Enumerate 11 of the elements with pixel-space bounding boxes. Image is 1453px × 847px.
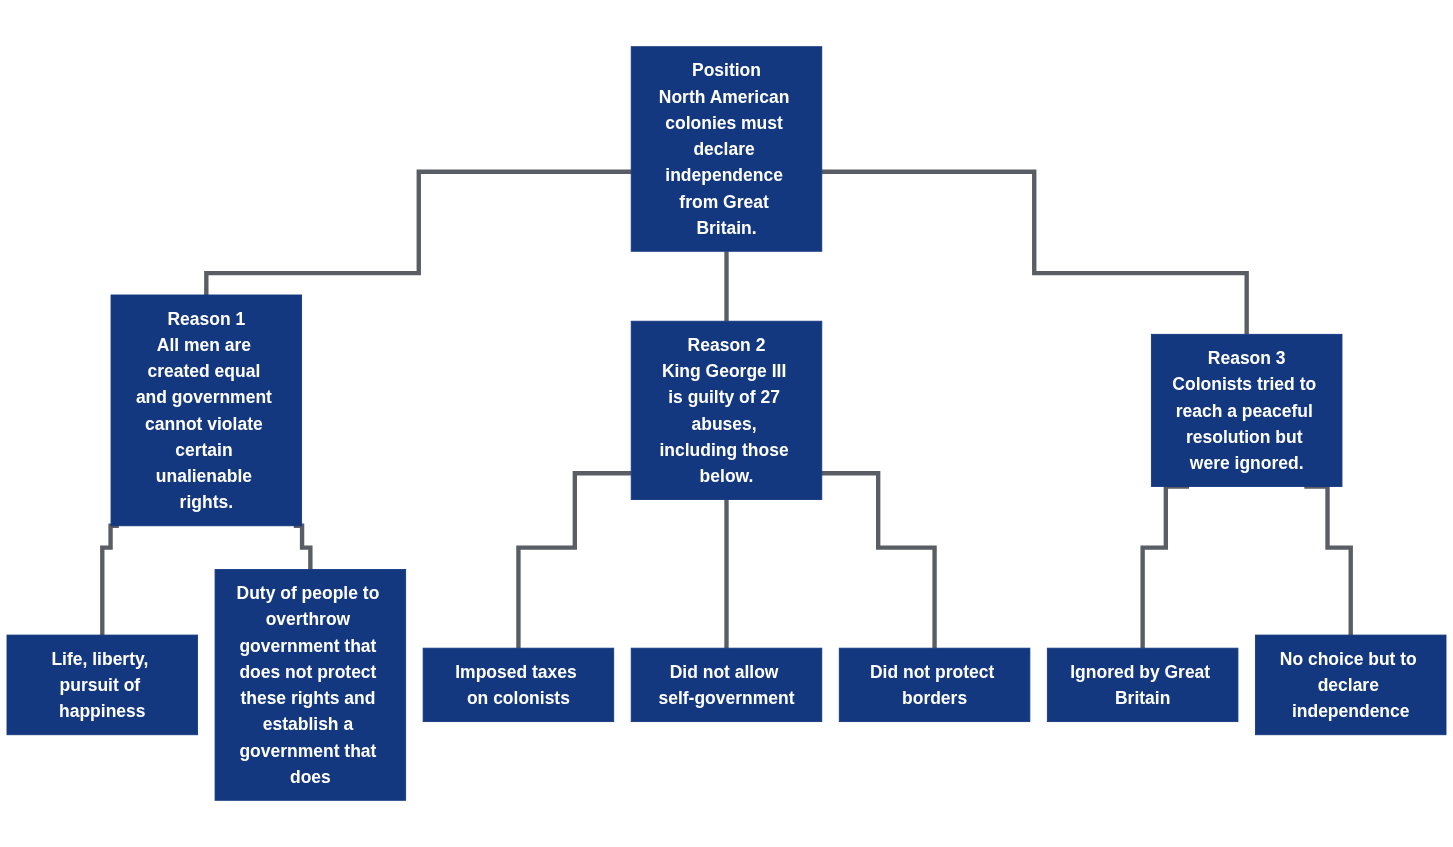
node-box: Reason 2 King George III is guilty of 27 abuses, including those below. xyxy=(630,320,823,500)
node-box: Did not allow self-government xyxy=(630,647,823,723)
node-box: Life, liberty, pursuit of happiness xyxy=(6,634,198,736)
node-box: Ignored by Great Britain xyxy=(1046,647,1239,723)
node-box: Position North American colonies must declare independence from Great Britain. xyxy=(630,46,823,252)
node-box: Reason 1 All men are created equal and government cannot violate certain unalienable rights. xyxy=(110,294,303,527)
node-box: Duty of people to overthrow government that does not protect these rights and establish a government that does xyxy=(214,569,407,801)
node-box: Did not protect borders xyxy=(838,647,1031,723)
node-box: Imposed taxes on colonists xyxy=(422,647,615,723)
node-box: No choice but to declare independence xyxy=(1255,634,1447,736)
node-box: Reason 3 Colonists tried to reach a peaceful resolution but were ignored. xyxy=(1150,333,1343,487)
